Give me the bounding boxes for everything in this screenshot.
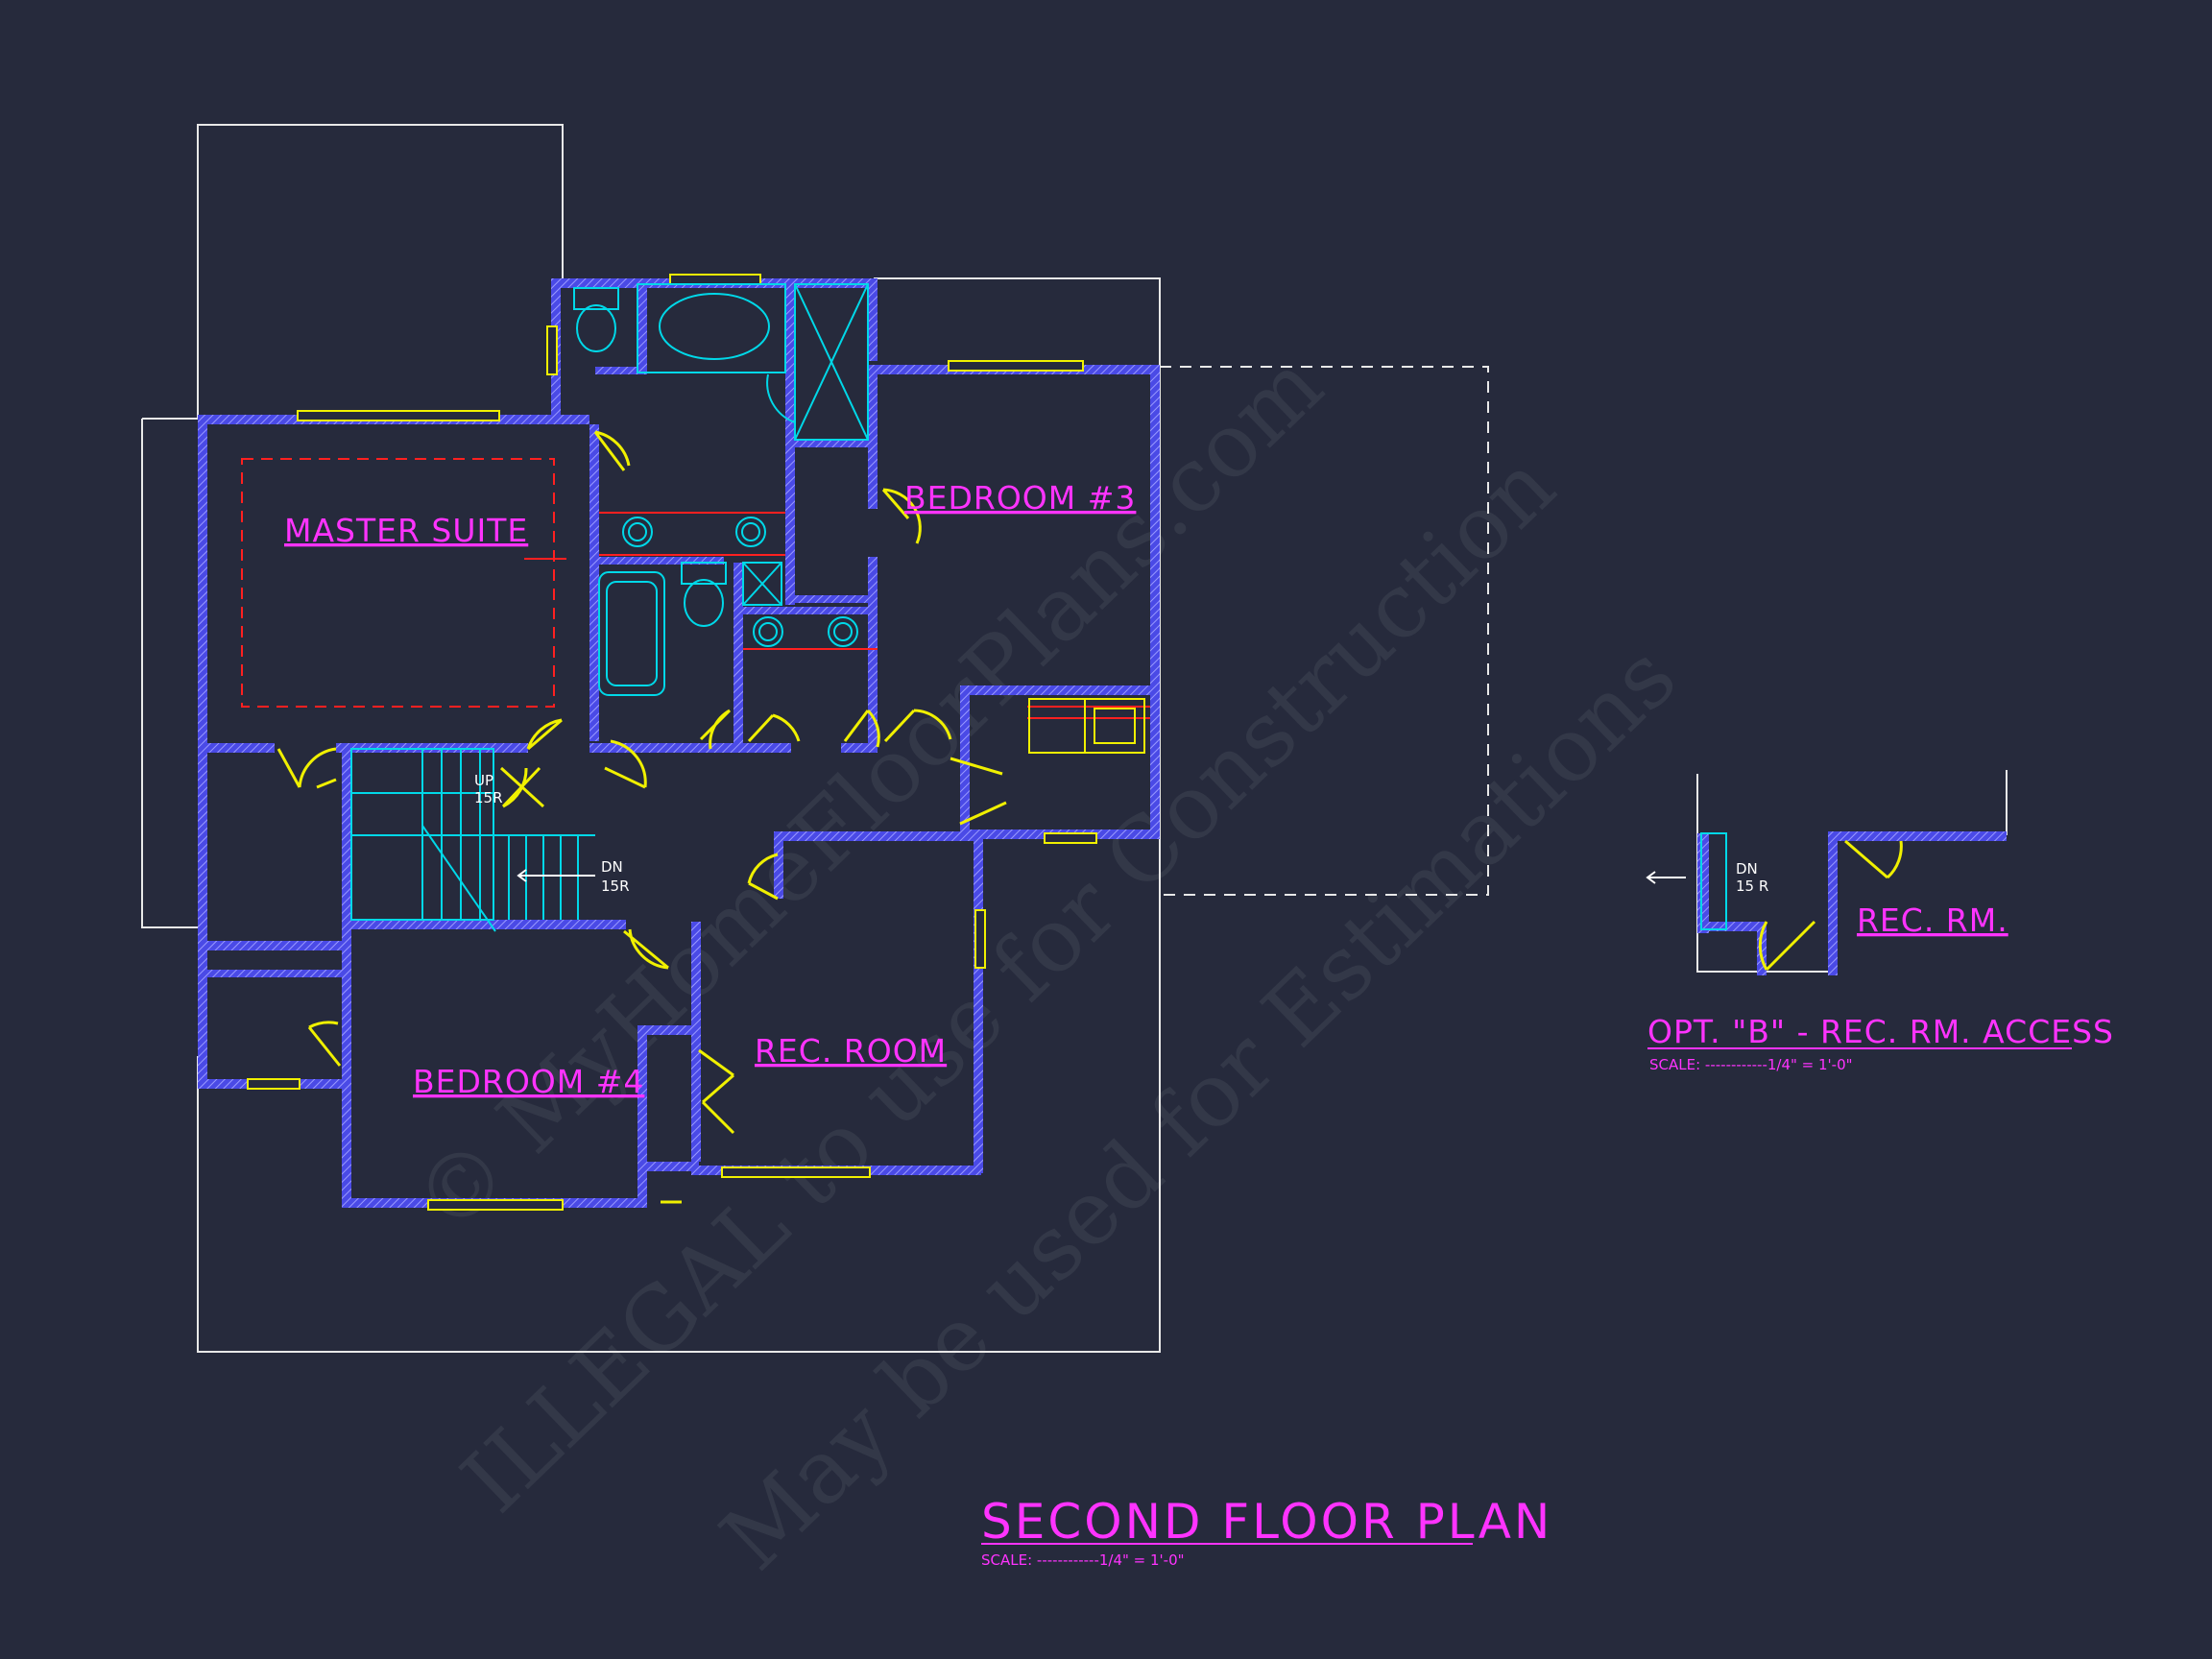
room-label-rec-room: REC. ROOM: [755, 1032, 947, 1070]
plan-scale: SCALE: ------------1/4" = 1'-0": [981, 1551, 1185, 1569]
bath-fixtures: [350, 283, 869, 932]
option-b-dn-risers: 15 R: [1736, 878, 1768, 895]
room-label-master-suite: MASTER SUITE: [284, 512, 528, 549]
stair-down-label: DN: [601, 858, 623, 876]
doors: [276, 430, 1007, 1204]
option-b-room-label: REC. RM.: [1857, 902, 2008, 939]
stair-down-risers: 15R: [601, 878, 630, 895]
counter-lines: [524, 512, 1150, 719]
option-b-scale: SCALE: ------------1/4" = 1'-0": [1649, 1056, 1853, 1073]
room-label-bedroom-3: BEDROOM #3: [904, 479, 1136, 517]
plan-title: SECOND FLOOR PLAN: [981, 1494, 1552, 1550]
room-label-bedroom-4: BEDROOM #4: [413, 1063, 644, 1100]
stair-up-label: UP: [474, 772, 493, 789]
stair-arrow-icon: [517, 869, 595, 882]
option-b-title: OPT. "B" - REC. RM. ACCESS: [1647, 1013, 2114, 1050]
windows: [247, 274, 1097, 1211]
stair-up-risers: 15R: [474, 789, 503, 806]
option-b-dn-label: DN: [1736, 860, 1758, 878]
tray-ceiling-outline: [241, 458, 555, 708]
option-b-detail: DN 15 R REC. RM. OPT. "B" - REC. RM. ACC…: [1646, 770, 2114, 1073]
laundry-appliances: [1028, 698, 1145, 754]
outline-lines: [141, 124, 1489, 1353]
